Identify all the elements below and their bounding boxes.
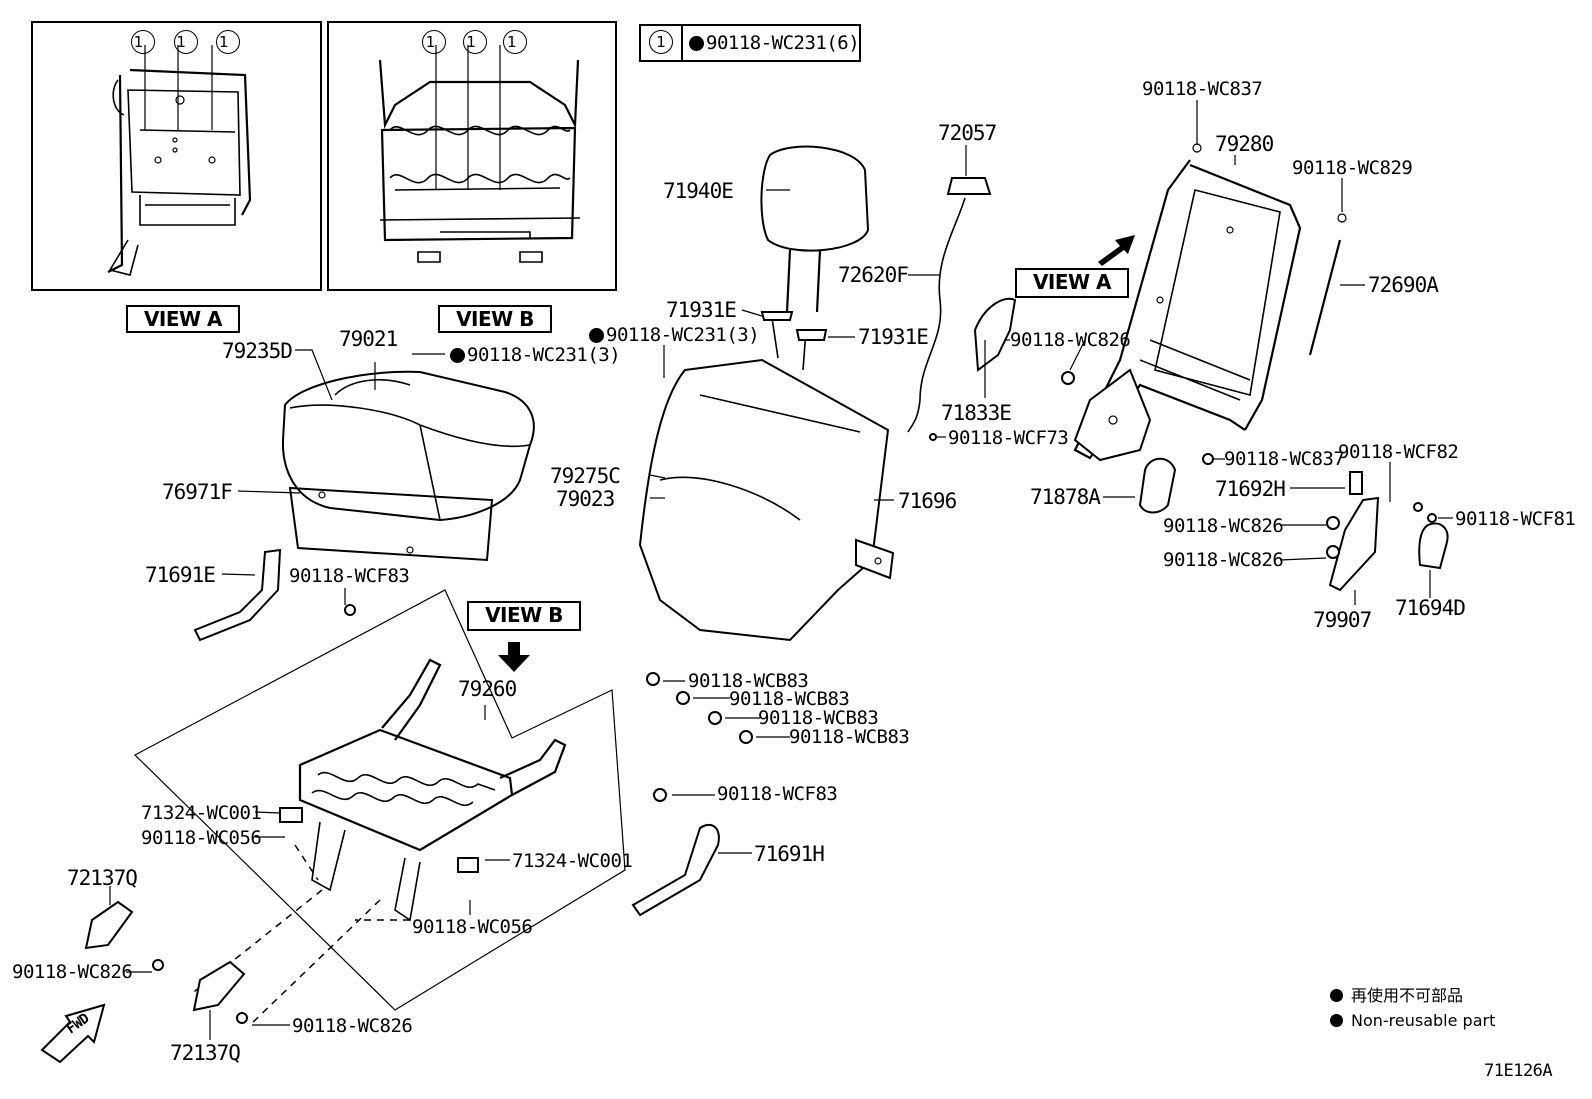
part-label-wc231-seat: 90118-WC231(3) bbox=[450, 345, 621, 365]
view-b-frame-drawing bbox=[378, 45, 581, 263]
mid-fasteners-drawing bbox=[646, 672, 753, 802]
part-label-wcb83-4: 90118-WCB83 bbox=[789, 726, 910, 748]
part-label-wcf83-mid: 90118-WCF83 bbox=[717, 783, 838, 805]
harness-drawing bbox=[907, 177, 992, 433]
part-label-wc829: 90118-WC829 bbox=[1292, 157, 1413, 179]
ref-circle: 1 bbox=[173, 30, 198, 54]
part-label-72620f: 72620F bbox=[838, 263, 909, 287]
view-b-refs: 1 1 1 bbox=[422, 30, 528, 54]
part-label-79275c: 79275C bbox=[550, 464, 621, 488]
ref-circle: 1 bbox=[503, 30, 528, 54]
ref-circle: 1 bbox=[422, 30, 446, 54]
part-label-79260: 79260 bbox=[458, 677, 517, 701]
part-label-72057: 72057 bbox=[938, 121, 997, 145]
headrest-drawing bbox=[760, 145, 870, 371]
part-label-71878a: 71878A bbox=[1030, 485, 1101, 509]
ref-circle: 1 bbox=[462, 30, 487, 54]
part-label-79235d: 79235D bbox=[222, 339, 293, 363]
view-a-frame-drawing bbox=[107, 45, 252, 276]
part-label-wcb83-3: 90118-WCB83 bbox=[758, 707, 879, 729]
part-label-wc837-top: 90118-WC837 bbox=[1142, 78, 1263, 100]
part-label-wc231-back: 90118-WC231(3) bbox=[589, 325, 760, 345]
non-reusable-dot-icon bbox=[1330, 1014, 1343, 1027]
view-a-side-label: VIEW A bbox=[1015, 268, 1129, 298]
part-label-wc826-r1: 90118-WC826 bbox=[1163, 515, 1284, 537]
legend-box: 1 90118-WC231(6) bbox=[639, 24, 861, 62]
part-label-wcf83-left: 90118-WCF83 bbox=[289, 565, 410, 587]
part-label-wc826-r2: 90118-WC826 bbox=[1163, 549, 1284, 571]
non-reusable-dot-icon bbox=[589, 328, 604, 343]
part-label-72690a: 72690A bbox=[1368, 273, 1439, 297]
view-arrows bbox=[498, 235, 1135, 672]
non-reusable-dot-icon bbox=[450, 348, 465, 363]
part-label-wcb83-2: 90118-WCB83 bbox=[729, 688, 850, 710]
covers-72137q-drawing bbox=[84, 900, 248, 1024]
part-label-71931e-a: 71931E bbox=[666, 298, 737, 322]
fwd-arrow-drawing bbox=[40, 1003, 106, 1064]
cover-71833e-drawing bbox=[973, 297, 1017, 372]
seat-back-drawing bbox=[638, 358, 895, 642]
part-label-71691h: 71691H bbox=[754, 842, 825, 866]
rear-frame-drawing bbox=[1073, 143, 1347, 462]
part-label-79280: 79280 bbox=[1215, 132, 1274, 156]
part-label-79023: 79023 bbox=[556, 487, 615, 511]
part-label-71691e: 71691E bbox=[145, 563, 216, 587]
leader-lines bbox=[109, 100, 1453, 1040]
part-label-72137q-a: 72137Q bbox=[67, 866, 138, 890]
part-label-wcf73: 90118-WCF73 bbox=[948, 427, 1069, 449]
view-b-panel bbox=[327, 21, 617, 291]
view-b-label: VIEW B bbox=[438, 305, 552, 333]
brackets-drawing bbox=[193, 548, 720, 917]
non-reusable-note-en: Non-reusable part bbox=[1330, 1011, 1495, 1031]
view-a-panel bbox=[31, 21, 322, 291]
seat-frame-drawing bbox=[133, 589, 626, 1026]
part-label-79021: 79021 bbox=[339, 327, 398, 351]
legend-ref-circle: 1 bbox=[649, 30, 673, 54]
part-label-71931e-b: 71931E bbox=[858, 325, 929, 349]
legend-text: 90118-WC231(6) bbox=[689, 32, 860, 54]
part-label-71833e: 71833E bbox=[941, 401, 1012, 425]
non-reusable-dot-icon bbox=[1330, 989, 1343, 1002]
part-label-79907: 79907 bbox=[1313, 608, 1372, 632]
diagram-id: 71E126A bbox=[1484, 1061, 1553, 1081]
ref-circle: 1 bbox=[131, 30, 155, 54]
view-b-arrow-label: VIEW B bbox=[467, 601, 581, 631]
part-label-76971f: 76971F bbox=[162, 480, 233, 504]
part-label-72137q-b: 72137Q bbox=[170, 1041, 241, 1065]
part-label-71940e: 71940E bbox=[663, 179, 734, 203]
part-label-wc826-left: 90118-WC826 bbox=[12, 961, 133, 983]
seat-cushion-drawing bbox=[281, 370, 535, 562]
part-label-71324-a: 71324-WC001 bbox=[141, 802, 262, 824]
right-small-parts-drawing bbox=[344, 371, 1449, 616]
part-label-71692h: 71692H bbox=[1215, 477, 1286, 501]
view-a-refs: 1 1 1 bbox=[131, 30, 241, 54]
part-label-wc826-mid: 90118-WC826 bbox=[1010, 329, 1131, 351]
part-label-71694d: 71694D bbox=[1395, 596, 1466, 620]
part-label-wc826-bottom: 90118-WC826 bbox=[292, 1015, 413, 1037]
non-reusable-dot-icon bbox=[689, 36, 704, 51]
non-reusable-note-jp: 再使用不可部品 bbox=[1330, 986, 1463, 1006]
ref-circle: 1 bbox=[216, 30, 241, 54]
legend-part-number: 90118-WC231(6) bbox=[706, 32, 860, 54]
part-label-wc056-b: 90118-WC056 bbox=[412, 916, 533, 938]
view-a-label: VIEW A bbox=[126, 305, 240, 333]
part-label-wc837-mid: 90118-WC837 bbox=[1224, 448, 1345, 470]
part-label-wcf82: 90118-WCF82 bbox=[1338, 441, 1459, 463]
part-label-wcb83-1: 90118-WCB83 bbox=[688, 670, 809, 692]
part-label-wcf81: 90118-WCF81 bbox=[1455, 508, 1576, 530]
part-label-71696: 71696 bbox=[898, 489, 957, 513]
part-label-71324-b: 71324-WC001 bbox=[512, 850, 633, 872]
part-label-wc056-a: 90118-WC056 bbox=[141, 827, 262, 849]
